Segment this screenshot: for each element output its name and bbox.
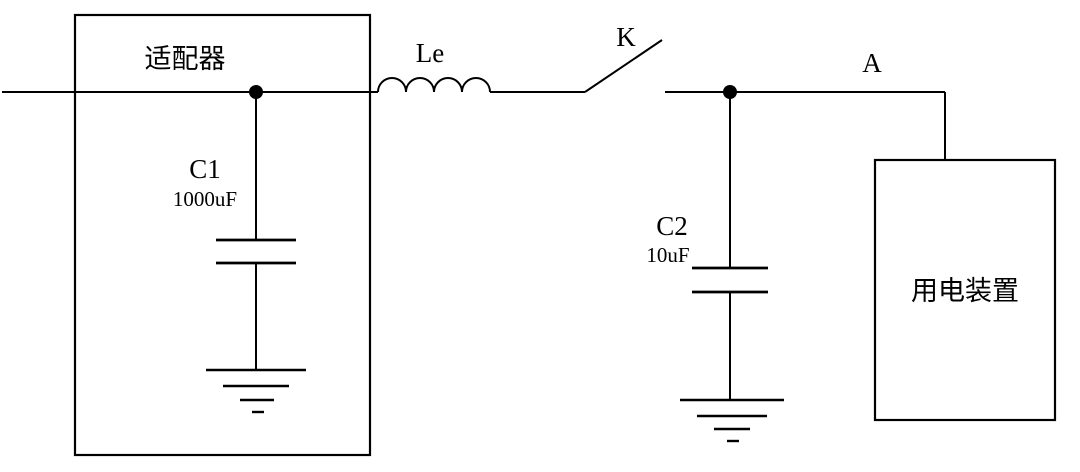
adapter-box [73, 13, 372, 457]
load-label: 用电装置 [911, 276, 1019, 306]
switch-blade [584, 39, 663, 93]
inductor-label: Le [416, 38, 444, 68]
load-box [873, 158, 1057, 422]
c1-label: C1 [189, 154, 221, 184]
adapter-block: 适配器 [73, 13, 372, 457]
ground-symbol-c2 [680, 398, 784, 443]
capacitor-c2-branch: C2 10uF [646, 85, 784, 443]
ground-symbol-c1 [206, 368, 306, 414]
inductor-coil [377, 77, 491, 93]
adapter-label: 适配器 [145, 44, 226, 74]
node-a-label: A [862, 48, 882, 78]
switch-k: K [584, 22, 663, 93]
inductor-le: Le [377, 38, 491, 93]
c2-value: 10uF [646, 243, 689, 267]
c1-value: 1000uF [173, 187, 237, 211]
capacitor-c1-branch: C1 1000uF [173, 85, 306, 414]
c2-label: C2 [656, 211, 688, 241]
switch-label: K [616, 22, 636, 52]
load-block: 用电装置 [873, 158, 1057, 422]
